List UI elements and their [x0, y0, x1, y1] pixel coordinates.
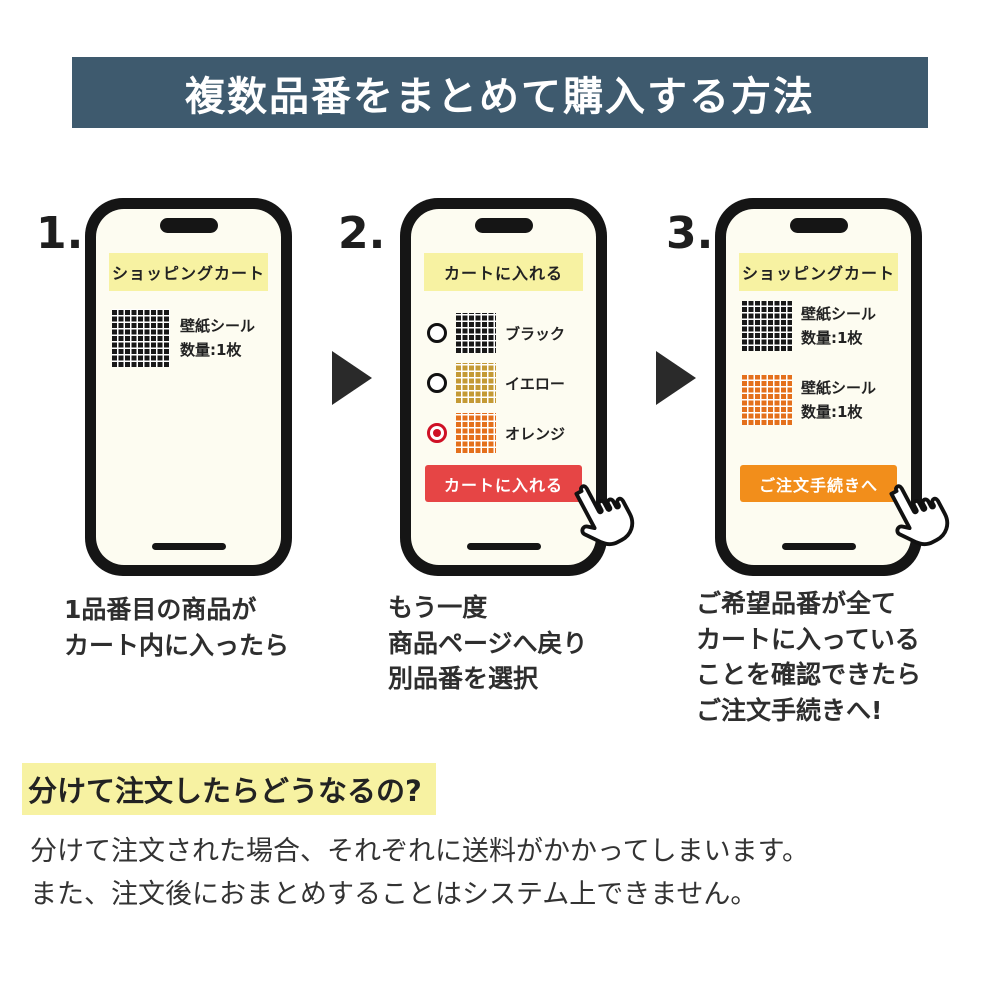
- step-number-3: 3.: [666, 208, 714, 259]
- caption-line: カートに入っている: [696, 624, 920, 654]
- title-banner: 複数品番をまとめて購入する方法: [72, 57, 928, 128]
- caption-line: ことを確認できたら: [696, 660, 922, 689]
- option-row-orange[interactable]: オレンジ: [427, 413, 565, 453]
- arrow-right-icon: [332, 351, 372, 405]
- phone-notch: [159, 218, 218, 233]
- cart-item-text: 壁紙シール 数量:1枚: [801, 376, 876, 424]
- product-swatch-black: [112, 309, 170, 367]
- radio-unselected-icon[interactable]: [427, 323, 447, 343]
- product-qty: 数量:1枚: [180, 341, 242, 359]
- phone-screen: ショッピングカート 壁紙シール 数量:1枚: [96, 209, 281, 565]
- arrow-right-icon: [656, 351, 696, 405]
- footer-note-line: 分けて注文された場合、それぞれに送料がかかってしまいます。: [30, 836, 809, 867]
- caption-line: 別品番を選択: [388, 664, 539, 693]
- option-row-yellow[interactable]: イエロー: [427, 363, 565, 403]
- radio-selected-icon[interactable]: [427, 423, 447, 443]
- footer-question-heading: 分けて注文したらどうなるの?: [22, 763, 436, 815]
- footer-note: 分けて注文された場合、それぞれに送料がかかってしまいます。 また、注文後におまと…: [30, 830, 809, 916]
- caption-line: 1品番目の商品が: [64, 595, 257, 624]
- product-swatch-black: [742, 301, 792, 351]
- home-indicator: [151, 543, 226, 550]
- variant-swatch-yellow: [456, 363, 496, 403]
- phone-notch: [474, 218, 533, 233]
- product-name: 壁紙シール: [801, 305, 877, 323]
- phone-step-3: ショッピングカート 壁紙シール 数量:1枚 壁紙シール 数量:1枚 ご注文手続き…: [715, 198, 922, 576]
- page-title: 複数品番をまとめて購入する方法: [185, 73, 815, 120]
- caption-step-3: ご希望品番が全て カートに入っている ことを確認できたら ご注文手続きへ!: [696, 586, 921, 728]
- option-label: オレンジ: [505, 424, 566, 443]
- caption-line: ご希望品番が全て: [696, 589, 897, 618]
- phone-step-1: ショッピングカート 壁紙シール 数量:1枚: [85, 198, 292, 576]
- radio-unselected-icon[interactable]: [427, 373, 447, 393]
- product-name: 壁紙シール: [180, 317, 256, 335]
- option-label: イエロー: [505, 374, 565, 393]
- product-qty: 数量:1枚: [801, 329, 863, 347]
- cart-header: ショッピングカート: [109, 253, 268, 291]
- home-indicator: [466, 543, 541, 550]
- caption-step-1: 1品番目の商品が カート内に入ったら: [64, 592, 289, 663]
- phone-notch: [789, 218, 848, 233]
- cart-item-text: 壁紙シール 数量:1枚: [180, 314, 255, 362]
- caption-line: カート内に入ったら: [64, 630, 290, 660]
- caption-line: もう一度: [388, 593, 488, 622]
- add-to-cart-header: カートに入れる: [424, 253, 583, 291]
- step-number-1: 1.: [36, 208, 84, 259]
- product-swatch-orange: [742, 375, 792, 425]
- variant-swatch-black: [456, 313, 496, 353]
- checkout-button[interactable]: ご注文手続きへ: [740, 465, 897, 502]
- caption-step-2: もう一度 商品ページへ戻り 別品番を選択: [388, 590, 588, 697]
- variant-swatch-orange: [456, 413, 496, 453]
- caption-line: ご注文手続きへ!: [696, 695, 883, 725]
- footer-note-line: また、注文後におまとめすることはシステム上できません。: [30, 879, 758, 911]
- option-label: ブラック: [505, 324, 566, 343]
- product-name: 壁紙シール: [801, 379, 877, 397]
- caption-line: 商品ページへ戻り: [388, 628, 588, 658]
- cart-header: ショッピングカート: [739, 253, 898, 291]
- step-number-2: 2.: [338, 208, 386, 259]
- phone-screen: ショッピングカート 壁紙シール 数量:1枚 壁紙シール 数量:1枚 ご注文手続き…: [726, 209, 911, 565]
- cart-item-text: 壁紙シール 数量:1枚: [801, 302, 876, 350]
- product-qty: 数量:1枚: [801, 403, 863, 421]
- hand-cursor-icon: [557, 468, 648, 566]
- option-row-black[interactable]: ブラック: [427, 313, 565, 353]
- cart-item: 壁紙シール 数量:1枚: [742, 301, 876, 351]
- phone-step-2: カートに入れる ブラック イエロー オレンジ カートに入れる: [400, 198, 607, 576]
- hand-cursor-icon: [872, 468, 963, 566]
- cart-item: 壁紙シール 数量:1枚: [742, 375, 876, 425]
- cart-item: 壁紙シール 数量:1枚: [112, 309, 255, 367]
- add-to-cart-button[interactable]: カートに入れる: [425, 465, 582, 502]
- home-indicator: [781, 543, 856, 550]
- phone-screen: カートに入れる ブラック イエロー オレンジ カートに入れる: [411, 209, 596, 565]
